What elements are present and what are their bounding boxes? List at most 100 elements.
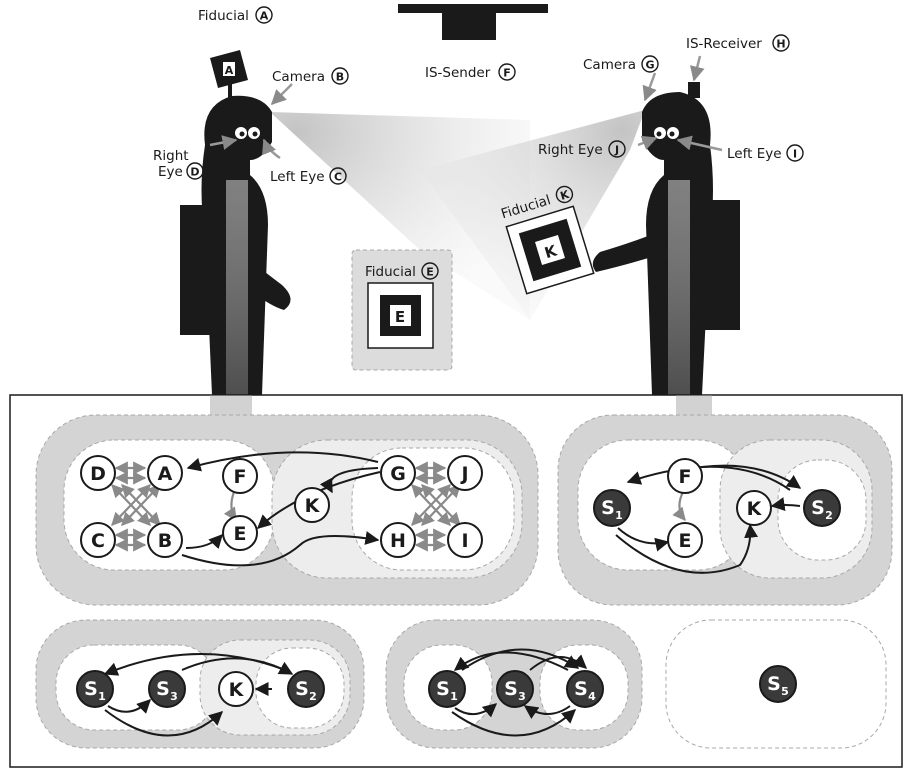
node-e: E	[222, 515, 258, 551]
svg-text:S: S	[84, 678, 98, 700]
camera-view-cone-right	[420, 110, 645, 320]
svg-text:S: S	[504, 678, 518, 700]
svg-text:S: S	[156, 678, 170, 700]
svg-text:I: I	[793, 148, 797, 161]
node-d: D	[80, 455, 116, 491]
right-person-fade	[668, 180, 690, 395]
node-b: B	[147, 522, 183, 558]
svg-text:4: 4	[588, 690, 596, 703]
svg-text:H: H	[390, 530, 406, 552]
label-camera-g: Camera	[583, 57, 636, 73]
letter-badge-g: G	[641, 55, 659, 73]
label-camera-b: Camera	[272, 69, 325, 85]
svg-text:2: 2	[825, 509, 833, 522]
scene-illustration: A E K	[153, 4, 804, 396]
svg-text:S: S	[601, 497, 615, 519]
node-e-abstract: E	[667, 522, 703, 558]
is-sender-device	[398, 4, 548, 40]
svg-text:S: S	[295, 678, 309, 700]
svg-text:G: G	[645, 59, 654, 72]
svg-text:S: S	[811, 497, 825, 519]
left-person-fade	[226, 180, 248, 395]
svg-text:2: 2	[309, 690, 317, 703]
svg-text:C: C	[334, 171, 342, 184]
label-is-sender-f: IS-Sender	[425, 65, 491, 81]
label-is-receiver-h: IS-Receiver	[686, 36, 762, 52]
svg-text:F: F	[234, 466, 247, 488]
label-fiducial-a: Fiducial	[198, 8, 249, 24]
svg-text:J: J	[614, 144, 619, 157]
node-f: F	[222, 458, 258, 494]
svg-text:K: K	[305, 495, 321, 517]
svg-text:K: K	[229, 679, 245, 701]
svg-text:1: 1	[615, 509, 623, 522]
letter-badge-d: D	[186, 162, 204, 180]
svg-text:B: B	[336, 71, 344, 84]
arm-left-person	[244, 255, 291, 310]
label-left-eye-c: Left Eye	[270, 169, 325, 185]
node-h: H	[380, 522, 416, 558]
letter-badge-j: J	[608, 140, 626, 158]
svg-text:5: 5	[781, 685, 789, 698]
is-receiver-device	[688, 82, 700, 98]
fiducial-e-letter: E	[395, 308, 405, 326]
label-right-eye-d-line2: Eye	[158, 164, 183, 180]
letter-badge-h: H	[772, 34, 790, 52]
svg-text:K: K	[747, 498, 763, 520]
svg-text:F: F	[503, 67, 511, 80]
node-k-p3: K	[218, 671, 254, 707]
svg-text:E: E	[679, 530, 692, 552]
letter-badge-f: F	[498, 63, 516, 81]
svg-text:S: S	[436, 678, 450, 700]
label-left-eye-i: Left Eye	[727, 146, 782, 162]
svg-text:S: S	[574, 678, 588, 700]
svg-text:F: F	[679, 466, 692, 488]
node-g: G	[380, 455, 416, 491]
svg-text:A: A	[158, 463, 173, 485]
fiducial-a-letter: A	[225, 64, 234, 77]
node-f-abstract: F	[667, 458, 703, 494]
node-c: C	[80, 522, 116, 558]
svg-text:1: 1	[98, 690, 106, 703]
node-k: K	[294, 487, 330, 523]
svg-text:1: 1	[450, 690, 458, 703]
svg-text:S: S	[767, 673, 781, 695]
node-k-abstract: K	[736, 490, 772, 526]
svg-text:J: J	[459, 463, 468, 485]
svg-text:A: A	[260, 10, 269, 23]
svg-text:I: I	[461, 530, 468, 552]
svg-text:E: E	[234, 523, 247, 545]
node-i: I	[447, 522, 483, 558]
graph-full-system: D A C B F E K G J H I	[35, 414, 539, 606]
letter-badge-i: I	[786, 144, 804, 162]
label-fiducial-e: Fiducial	[365, 264, 416, 280]
svg-text:G: G	[390, 463, 406, 485]
node-a: A	[147, 455, 183, 491]
letter-badge-e: E	[421, 262, 439, 280]
letter-badge-a: A	[255, 6, 273, 24]
svg-text:H: H	[776, 38, 785, 51]
svg-text:D: D	[190, 166, 199, 179]
label-right-eye-d-line1: Right	[153, 148, 189, 164]
node-j: J	[447, 455, 483, 491]
fiducial-k-card: K	[505, 205, 595, 295]
svg-text:D: D	[90, 463, 106, 485]
letter-badge-b: B	[331, 67, 349, 85]
svg-text:3: 3	[518, 690, 526, 703]
svg-text:E: E	[426, 266, 434, 279]
svg-text:C: C	[91, 530, 105, 552]
